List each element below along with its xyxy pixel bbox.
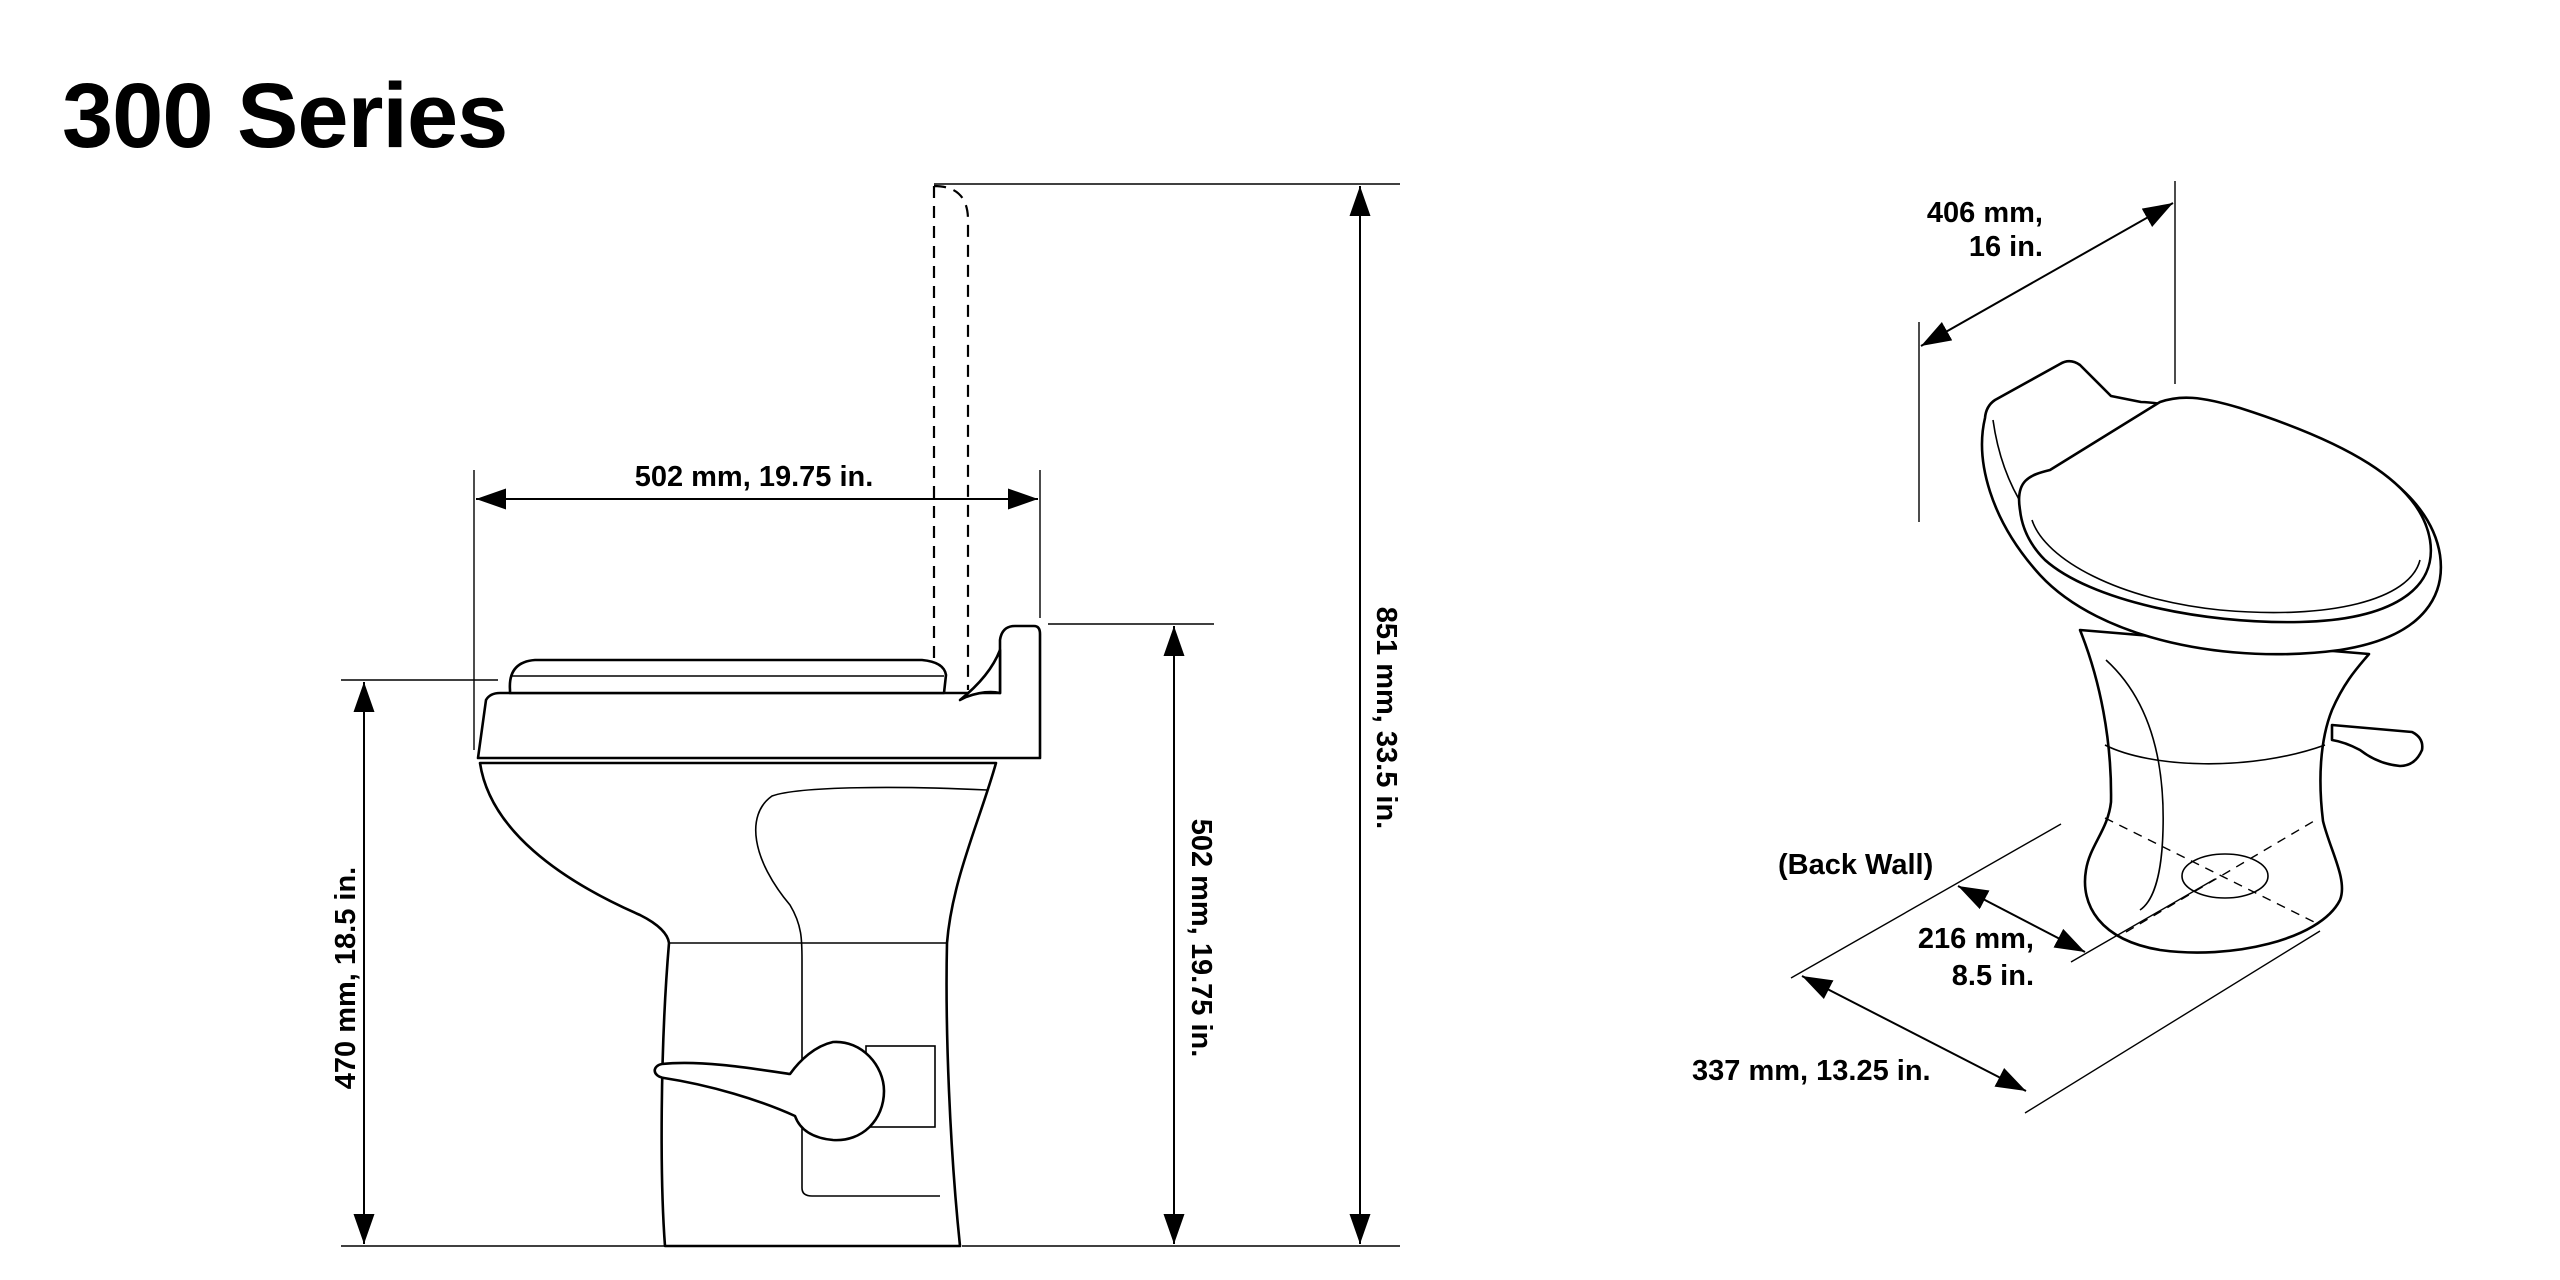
- seat-height-label: 470 mm, 18.5 in.: [330, 867, 362, 1089]
- toilet-iso-illustration: [1980, 359, 2443, 954]
- toilet-side-illustration: [476, 184, 1042, 1248]
- iso-centerline-b: [2125, 820, 2315, 933]
- back-wall-label: (Back Wall): [1778, 849, 1933, 881]
- back-wall-line: [1790, 823, 2062, 979]
- iso-flush-pedal: [2330, 723, 2424, 768]
- page-title: 300 Series: [62, 65, 508, 167]
- iso-trapway-line: [2105, 659, 2164, 911]
- iso-width-arrow: [1920, 202, 2174, 347]
- iso-centerline-a: [2104, 817, 2315, 923]
- trapway-outline: [754, 786, 988, 1197]
- hinge: [958, 648, 1002, 702]
- overall-height-label: 851 mm, 33.5 in.: [1370, 607, 1402, 829]
- iso-pedestal: [2078, 628, 2371, 954]
- rim-height-label: 502 mm, 19.75 in.: [1185, 819, 1217, 1058]
- iso-width-label-line2: 16 in.: [1969, 231, 2043, 263]
- side-view: 502 mm, 19.75 in. 470 mm, 18.5 in. 502 m…: [330, 183, 1402, 1248]
- iso-seat-lid: [2017, 396, 2433, 624]
- iso-seat-seam: [2031, 519, 2421, 614]
- rim-and-tank: [476, 624, 1042, 760]
- flange-extension-line: [2070, 878, 2216, 963]
- flange-distance-arrow: [1957, 885, 2086, 953]
- depth-label: 337 mm, 13.25 in.: [1692, 1055, 1931, 1087]
- bowl-body: [478, 761, 998, 1248]
- iso-view: 406 mm, 16 in. (Back Wall) 216 mm, 8.5 i…: [1692, 181, 2443, 1114]
- iso-width-label-line1: 406 mm,: [1927, 197, 2043, 229]
- flange-label-line1: 216 mm,: [1918, 923, 2034, 955]
- flush-pedal: [653, 1040, 886, 1142]
- flange-label-line2: 8.5 in.: [1952, 960, 2034, 992]
- iso-floor-flange: [2181, 853, 2269, 899]
- depth-arrow: [1801, 975, 2027, 1092]
- depth-extension-line: [2024, 930, 2321, 1114]
- raised-lid-outline: [932, 184, 970, 690]
- side-width-label: 502 mm, 19.75 in.: [635, 461, 874, 493]
- iso-waist-line: [2104, 744, 2326, 765]
